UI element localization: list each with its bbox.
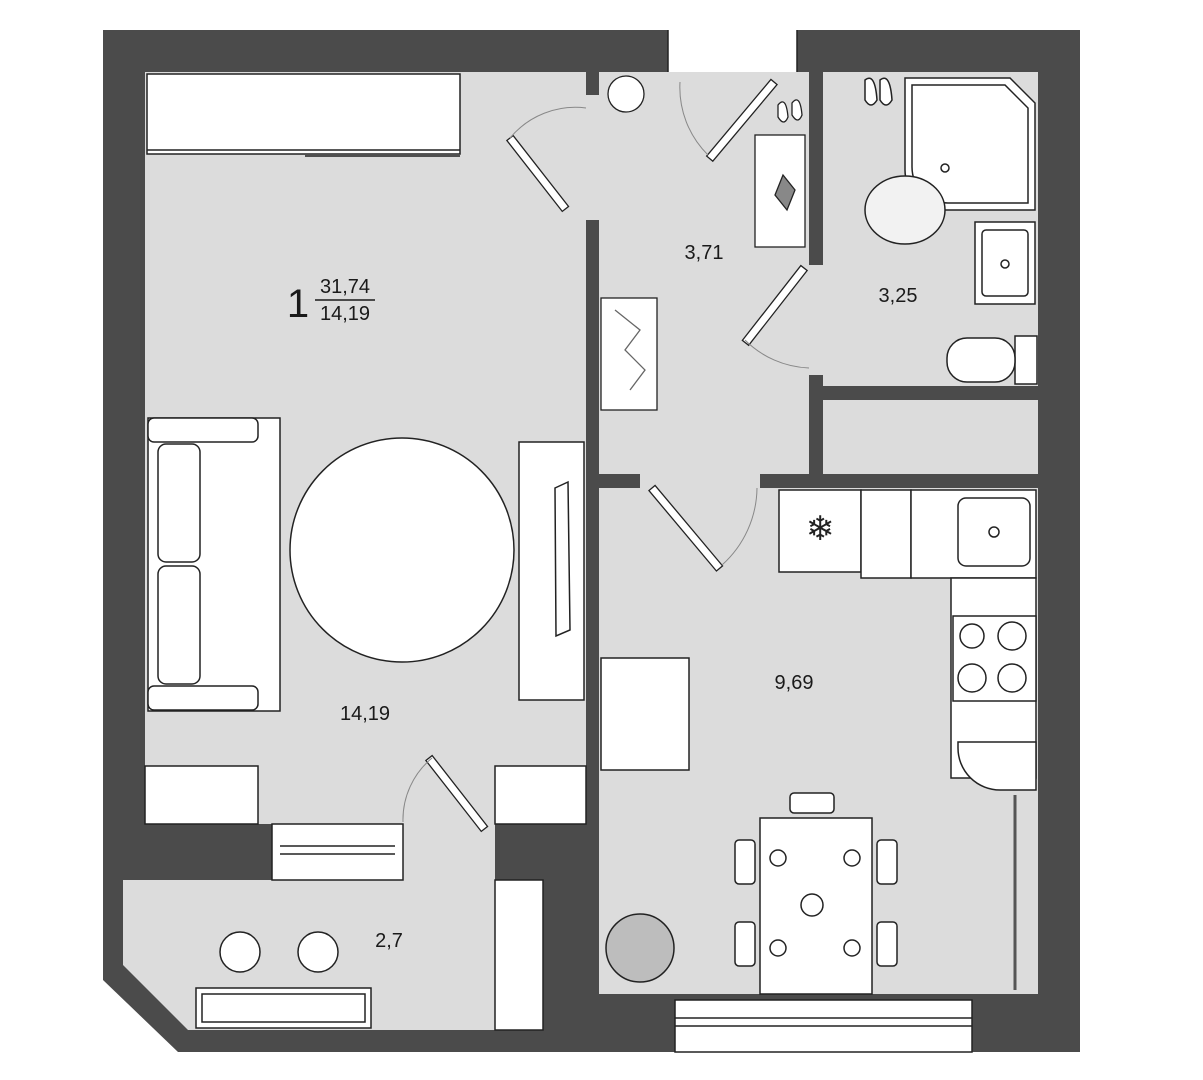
balcony-door-arc	[402, 757, 433, 823]
balcony-door-leaf	[424, 754, 489, 833]
total-area: 31,74	[320, 276, 370, 298]
sofa-arm-top	[147, 417, 259, 443]
hall-entry-door-arc	[679, 81, 709, 156]
burner-2	[997, 621, 1027, 651]
kitchen-sink-drain	[988, 526, 1000, 538]
bath-slippers	[864, 77, 893, 106]
corridor-floor	[403, 824, 495, 880]
storage-floor	[823, 400, 1038, 474]
balcony-area-label: 2,7	[375, 930, 403, 952]
entry-opening	[668, 30, 797, 72]
floor-plant	[605, 913, 675, 983]
balcony-cabinet-inner	[201, 993, 366, 1023]
chair-right-1	[876, 839, 898, 885]
chair-right-2	[876, 921, 898, 967]
counter-top	[860, 489, 912, 579]
hallway-furniture	[600, 75, 806, 411]
chair-top	[789, 792, 835, 814]
sofa-cushion-1	[157, 443, 201, 563]
tv-stand	[518, 441, 585, 701]
hall-door-gap	[586, 95, 599, 220]
shower-drain	[940, 163, 950, 173]
fridge	[778, 489, 862, 573]
chair-left-2	[734, 921, 756, 967]
hallway-area-label: 3,71	[685, 242, 724, 264]
bathroom-furniture	[864, 77, 1038, 385]
bath-door-gap	[809, 265, 823, 375]
living-furniture	[144, 73, 587, 825]
hall-entry-door-leaf	[705, 78, 778, 163]
balcony-chair-1	[219, 931, 261, 973]
kitchen-door-gap	[640, 474, 760, 488]
sofa-cushion-2	[157, 565, 201, 685]
plate-1	[769, 849, 787, 867]
balcony-chair-2	[297, 931, 339, 973]
living-door-arc	[509, 106, 587, 139]
doors	[402, 78, 810, 833]
balcony-furniture	[195, 931, 372, 1029]
centerpiece	[800, 893, 824, 917]
balcony-door-window	[271, 823, 404, 881]
balcony-window	[494, 879, 544, 1031]
plate-2	[843, 849, 861, 867]
dresser-left	[144, 765, 259, 825]
toilet-tank	[1014, 335, 1038, 385]
burner-4	[997, 663, 1027, 693]
windows	[271, 30, 973, 1053]
round-rug	[289, 437, 515, 663]
kitchen-door-leaf	[648, 484, 724, 572]
kitchen-cabinet	[600, 657, 690, 771]
shoe-rack-decor	[614, 309, 646, 391]
labels: 1 31,74 14,19 14,19 3,71 3,25 9,69 2,7	[287, 242, 918, 952]
bath-sink-drain	[1000, 259, 1010, 269]
bath-door-arc	[744, 339, 810, 369]
wardrobe	[146, 73, 461, 155]
living-room-area-label: 14,19	[340, 703, 390, 725]
hallway-floor	[599, 72, 809, 474]
kitchen-door-arc	[721, 487, 758, 566]
bathroom-area-label: 3,25	[879, 285, 918, 307]
dresser-right	[494, 765, 587, 825]
kitchen-furniture: ❄	[600, 489, 1037, 995]
room-count: 1	[287, 282, 309, 326]
living-area: 14,19	[320, 303, 370, 325]
bath-door-leaf	[741, 264, 809, 347]
plate-3	[769, 939, 787, 957]
kitchen-area-label: 9,69	[775, 672, 814, 694]
plate-4	[843, 939, 861, 957]
burner-3	[957, 663, 987, 693]
burner-1	[959, 623, 985, 649]
shoe-rack	[600, 297, 658, 411]
bath-mat	[864, 175, 946, 245]
snowflake-icon: ❄	[806, 509, 835, 549]
hall-bench-decor	[774, 173, 796, 212]
hall-plant	[607, 75, 645, 113]
toilet-bowl	[946, 337, 1016, 383]
slippers	[777, 99, 803, 123]
sofa-arm-bottom	[147, 685, 259, 711]
counter-curve	[957, 741, 1037, 791]
chair-left-1	[734, 839, 756, 885]
tv-screen	[554, 480, 571, 638]
